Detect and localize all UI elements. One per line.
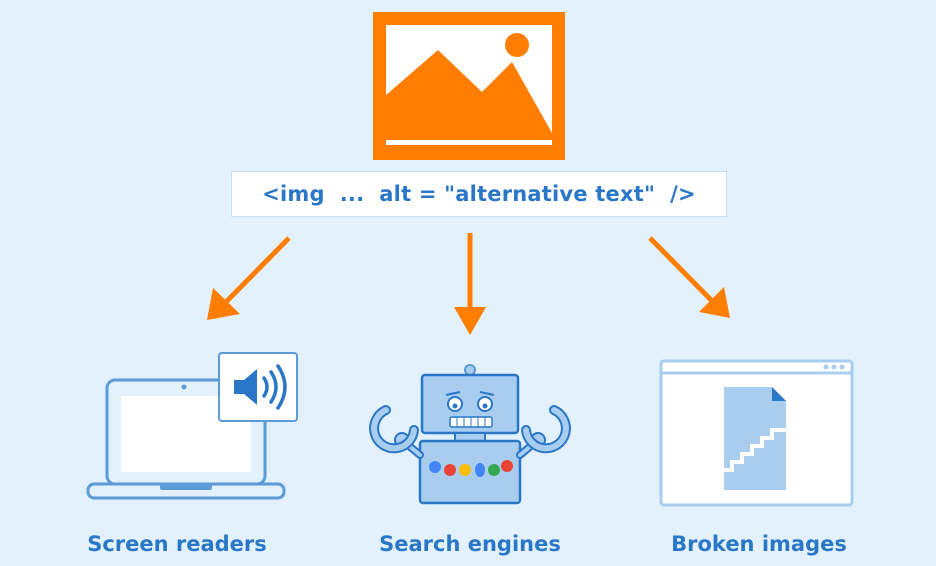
label-broken-images: Broken images <box>671 532 847 556</box>
arrow-right-icon <box>648 236 730 318</box>
arrow-left-icon <box>207 236 291 320</box>
laptop-speaker-icon <box>86 352 298 500</box>
image-placeholder-icon <box>373 12 565 160</box>
code-snippet-text: <img ... alt = "alternative text" /> <box>262 182 696 206</box>
speaker-icon <box>218 352 298 422</box>
broken-image-icon <box>659 359 854 507</box>
label-screen-readers: Screen readers <box>87 532 267 556</box>
arrow-down-icon <box>454 233 486 335</box>
code-snippet-box: <img ... alt = "alternative text" /> <box>231 171 727 217</box>
label-search-engines: Search engines <box>379 532 561 556</box>
robot-icon <box>369 364 571 505</box>
